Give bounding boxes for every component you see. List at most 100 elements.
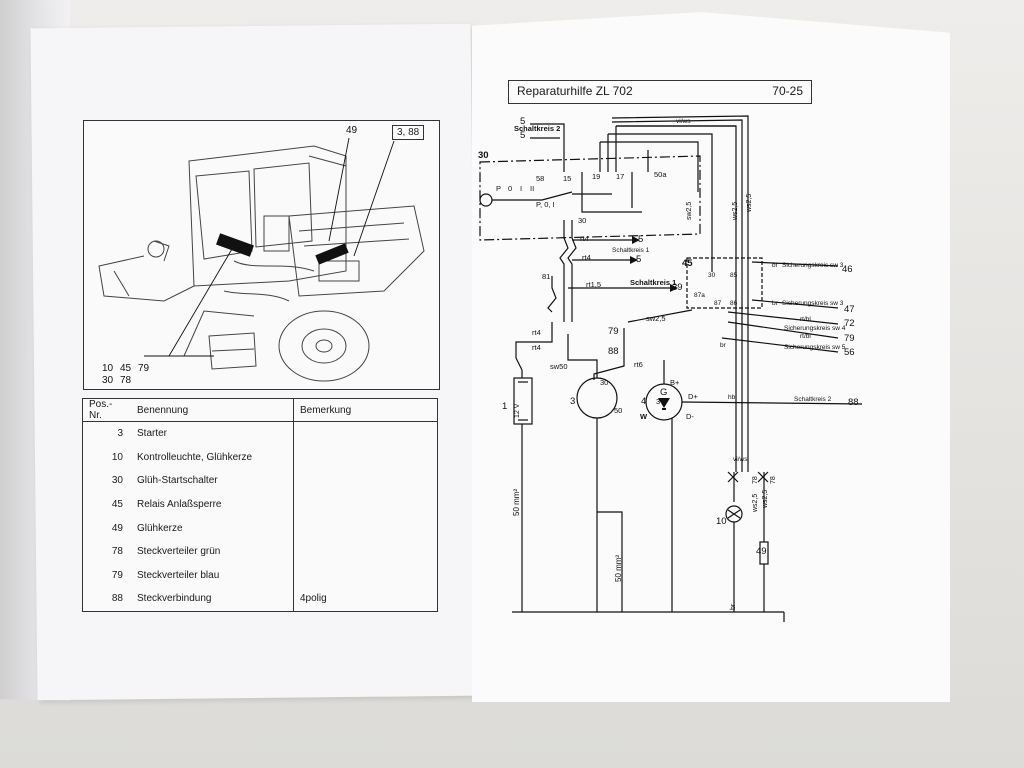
- label-wire-br-a: br: [772, 262, 778, 269]
- label-78b: 78: [770, 476, 777, 484]
- loader-drawing: [98, 137, 425, 382]
- label-wire-rt4-c: rt4: [532, 328, 541, 337]
- label-wire-viws-bottom: vi/ws: [733, 456, 748, 463]
- callout-78: 78: [120, 375, 132, 386]
- label-terminal-58: 58: [536, 174, 545, 183]
- cell-note: [293, 492, 438, 517]
- label-56: 56: [844, 347, 855, 358]
- label-relay-45: 45: [682, 258, 693, 269]
- col-header-name: Benennung: [131, 398, 294, 422]
- label-sicherungskreis-4: Sicherungskreis sw 4: [784, 325, 846, 332]
- label-wire-rt4-a: rt4: [580, 234, 589, 243]
- label-gen-g: G: [660, 387, 668, 398]
- label-arrow-5b: 5: [636, 254, 642, 265]
- label-wire-rtbl-b: rt/bl: [800, 333, 811, 340]
- label-79-right: 79: [844, 333, 855, 344]
- label-wire-rt6: rt6: [634, 360, 643, 369]
- label-switch-p0i: P, 0, I: [536, 200, 555, 209]
- label-gen-dplus: D+: [688, 392, 698, 401]
- cell-name: Relais Anlaßsperre: [137, 499, 222, 511]
- page-number: 70-25: [772, 84, 803, 98]
- label-terminal-30: 30: [478, 150, 489, 161]
- label-lamp-10: 10: [716, 516, 727, 527]
- cell-name: Steckverteiler blau: [137, 569, 220, 581]
- label-wire-br-b: br: [772, 300, 778, 307]
- cell-name: Steckverteiler grün: [137, 546, 221, 558]
- label-relay-85: 85: [730, 272, 738, 279]
- callout-30: 30: [102, 375, 114, 386]
- label-88-right: 88: [848, 397, 859, 408]
- cell-pos: 3: [117, 428, 123, 440]
- label-schaltkreis2-top: Schaltkreis 2: [514, 124, 561, 133]
- cell-note: [293, 469, 438, 493]
- cell-name: Glüh-Startschalter: [137, 475, 218, 487]
- label-terminal-15: 15: [563, 174, 572, 183]
- label-ws25-vertical: ws2,5: [732, 201, 739, 220]
- right-page: [472, 12, 950, 702]
- parts-table: Pos.-Nr. Benennung Bemerkung 3 Starter 1…: [82, 398, 438, 612]
- label-battery-12v: 12 V: [514, 403, 521, 418]
- cell-pos: 10: [111, 451, 123, 463]
- label-78a: 78: [752, 476, 759, 484]
- label-46: 46: [842, 264, 853, 275]
- label-wire-rt4-b: rt4: [582, 253, 591, 262]
- label-sicherungskreis-3b: Sicherungskreis sw 3: [782, 300, 844, 307]
- table-row: 88 Steckverbindung 4polig: [83, 587, 438, 612]
- label-wire-sw50: sw50: [550, 362, 568, 371]
- wiring-schematic: [479, 115, 863, 622]
- label-cable-50mm-b: 50 mm²: [614, 554, 623, 582]
- label-glowplug-49: 49: [756, 546, 767, 557]
- table-header-row: Pos.-Nr. Benennung Bemerkung: [82, 398, 438, 422]
- label-sicherungskreis-5: Sicherungskreis sw 5: [784, 344, 846, 351]
- cell-name: Starter: [137, 428, 168, 440]
- label-47: 47: [844, 304, 855, 315]
- label-switch-i: I: [520, 184, 523, 193]
- label-schaltkreis2-bottom: Schaltkreis 2: [794, 396, 832, 403]
- label-ws25-d: ws2,5: [762, 489, 769, 508]
- label-wire-hb: hb: [728, 394, 736, 401]
- document-title: Reparaturhilfe ZL 702: [517, 84, 633, 98]
- label-relay-87: 87: [714, 300, 722, 307]
- cell-pos: 49: [111, 522, 123, 534]
- label-gen-3: 3: [656, 397, 661, 406]
- col-header-pos: Pos.-Nr.: [82, 398, 131, 422]
- label-gen-bplus: B+: [670, 378, 680, 387]
- label-terminal-50a: 50a: [654, 170, 667, 179]
- cell-pos: 78: [111, 546, 123, 558]
- label-terminal-19: 19: [592, 172, 601, 181]
- label-79-left: 79: [608, 326, 619, 337]
- table-row: 79 Steckverteiler blau: [83, 563, 438, 588]
- cell-pos: 30: [111, 475, 123, 487]
- table-row: 78 Steckverteiler grün: [83, 539, 438, 564]
- table-row: 3 Starter: [83, 421, 438, 446]
- cell-name: Steckverbindung: [137, 593, 212, 605]
- callout-10: 10: [102, 363, 114, 374]
- label-81: 81: [542, 272, 551, 281]
- label-gen-dminus: D-: [686, 412, 694, 421]
- cell-name: Kontrolleuchte, Glühkerze: [137, 451, 253, 463]
- label-arrow-5a: 5: [638, 234, 644, 245]
- callout-49: 49: [346, 125, 358, 136]
- cell-pos: 79: [111, 569, 123, 581]
- cell-note: 4polig: [293, 587, 438, 612]
- label-wire-viws: vi/ws: [676, 118, 691, 125]
- label-sicherungskreis-3: Sicherungskreis sw 3: [782, 262, 844, 269]
- label-wire-rtbl-a: rt/bl: [800, 316, 811, 323]
- cell-note: [293, 563, 438, 588]
- label-schaltkreis1-b: Schaltkreis 1: [630, 278, 677, 287]
- label-in5a: 5: [520, 116, 526, 127]
- table-row: 45 Relais Anlaßsperre: [83, 492, 438, 517]
- label-cable-50mm-a: 50 mm²: [512, 488, 521, 516]
- cell-note: [293, 516, 438, 540]
- label-relay-87a: 87a: [694, 292, 705, 299]
- label-72: 72: [844, 318, 855, 329]
- label-switch-ii: II: [530, 184, 535, 193]
- loader-illustration: 49 3, 88 10 45 79 30 78: [83, 120, 440, 390]
- callout-3-88: 3, 88: [392, 125, 425, 140]
- callout-79: 79: [138, 363, 150, 374]
- label-switch-p: P: [496, 184, 502, 193]
- document-header: Reparaturhilfe ZL 702 70-25: [508, 80, 812, 104]
- label-in5b: 5: [520, 130, 526, 141]
- label-ws25-c: ws2,5: [752, 493, 759, 512]
- label-wire-br-c: br: [720, 342, 726, 349]
